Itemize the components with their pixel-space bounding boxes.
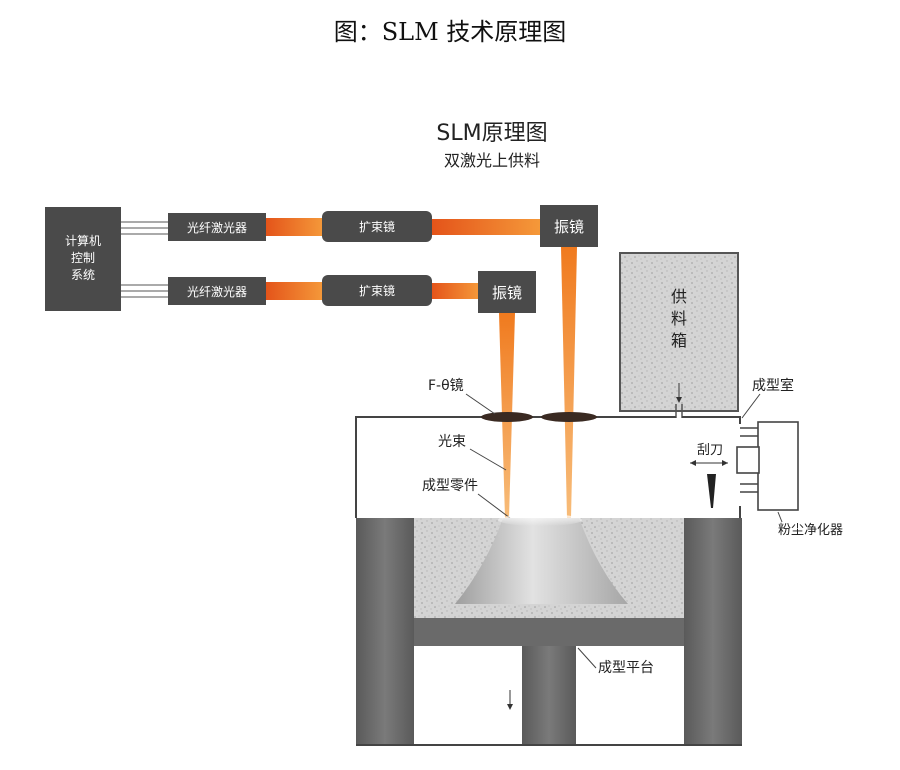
beam-leader xyxy=(469,448,507,471)
beam-expander-1-label: 扩束镜 xyxy=(359,219,395,234)
f-theta-lens-2 xyxy=(541,412,597,422)
right-pillar xyxy=(684,518,742,745)
galvo-mirror-2-label: 振镜 xyxy=(492,284,522,302)
laser-beam-vertical-1 xyxy=(561,247,577,518)
platform-leader xyxy=(577,647,597,669)
fiber-laser-1-label: 光纤激光器 xyxy=(187,221,247,235)
laser-beam-1a xyxy=(266,218,324,236)
part-label: 成型零件 xyxy=(422,478,478,494)
fiber-laser-2 xyxy=(168,277,266,305)
feed-box-label-1: 供 xyxy=(671,287,687,306)
left-pillar xyxy=(356,518,414,745)
laser-beam-2a xyxy=(266,282,324,300)
scraper-blade-icon xyxy=(707,474,716,508)
f-theta-label: F-θ镜 xyxy=(428,378,464,394)
chamber-leader xyxy=(741,393,761,419)
part-leader xyxy=(477,493,511,519)
melt-glow xyxy=(498,514,582,526)
computer-label-line-3: 系统 xyxy=(71,268,95,282)
build-platform xyxy=(414,618,684,646)
diagram-subtitle: 双激光上供料 xyxy=(444,151,540,170)
galvo-mirror-2 xyxy=(478,271,536,313)
feed-box-label-3: 箱 xyxy=(671,331,687,350)
chamber-label: 成型室 xyxy=(752,377,794,394)
scraper-arrow-left xyxy=(690,460,696,466)
galvo-mirror-1 xyxy=(540,205,598,247)
dust-purifier xyxy=(736,421,799,511)
f-theta-leader xyxy=(465,393,496,415)
beam-expander-1 xyxy=(322,211,432,242)
beam-label: 光束 xyxy=(438,434,466,450)
platform-piston xyxy=(522,646,576,745)
computer-label-line-2: 控制 xyxy=(71,251,95,265)
laser-beam-1b xyxy=(432,219,542,235)
dust-purifier-label: 粉尘净化器 xyxy=(778,523,843,538)
laser-beam-2b xyxy=(432,283,480,299)
computer-label-line-1: 计算机 xyxy=(65,233,101,248)
formed-part xyxy=(455,518,628,604)
galvo-mirror-1-label: 振镜 xyxy=(554,218,584,236)
figure-caption: 图：SLM 技术原理图 xyxy=(333,18,567,46)
feed-box-label-2: 料 xyxy=(671,309,687,328)
scraper-label: 刮刀 xyxy=(697,443,723,458)
beam-expander-2 xyxy=(322,275,432,306)
feed-down-arrow-head xyxy=(676,397,682,403)
diagram-title: SLM原理图 xyxy=(436,121,547,146)
platform-down-arrow-head xyxy=(507,704,513,710)
computer-control-box xyxy=(45,207,121,311)
platform-label: 成型平台 xyxy=(598,660,654,676)
fiber-laser-2-label: 光纤激光器 xyxy=(187,285,247,299)
f-theta-lens-1 xyxy=(481,412,533,422)
dust-leader xyxy=(777,511,783,523)
fiber-laser-1 xyxy=(168,213,266,241)
control-cables xyxy=(121,221,168,298)
forming-chamber xyxy=(355,416,741,518)
beam-expander-2-label: 扩束镜 xyxy=(359,283,395,298)
scraper-arrow-right xyxy=(722,460,728,466)
